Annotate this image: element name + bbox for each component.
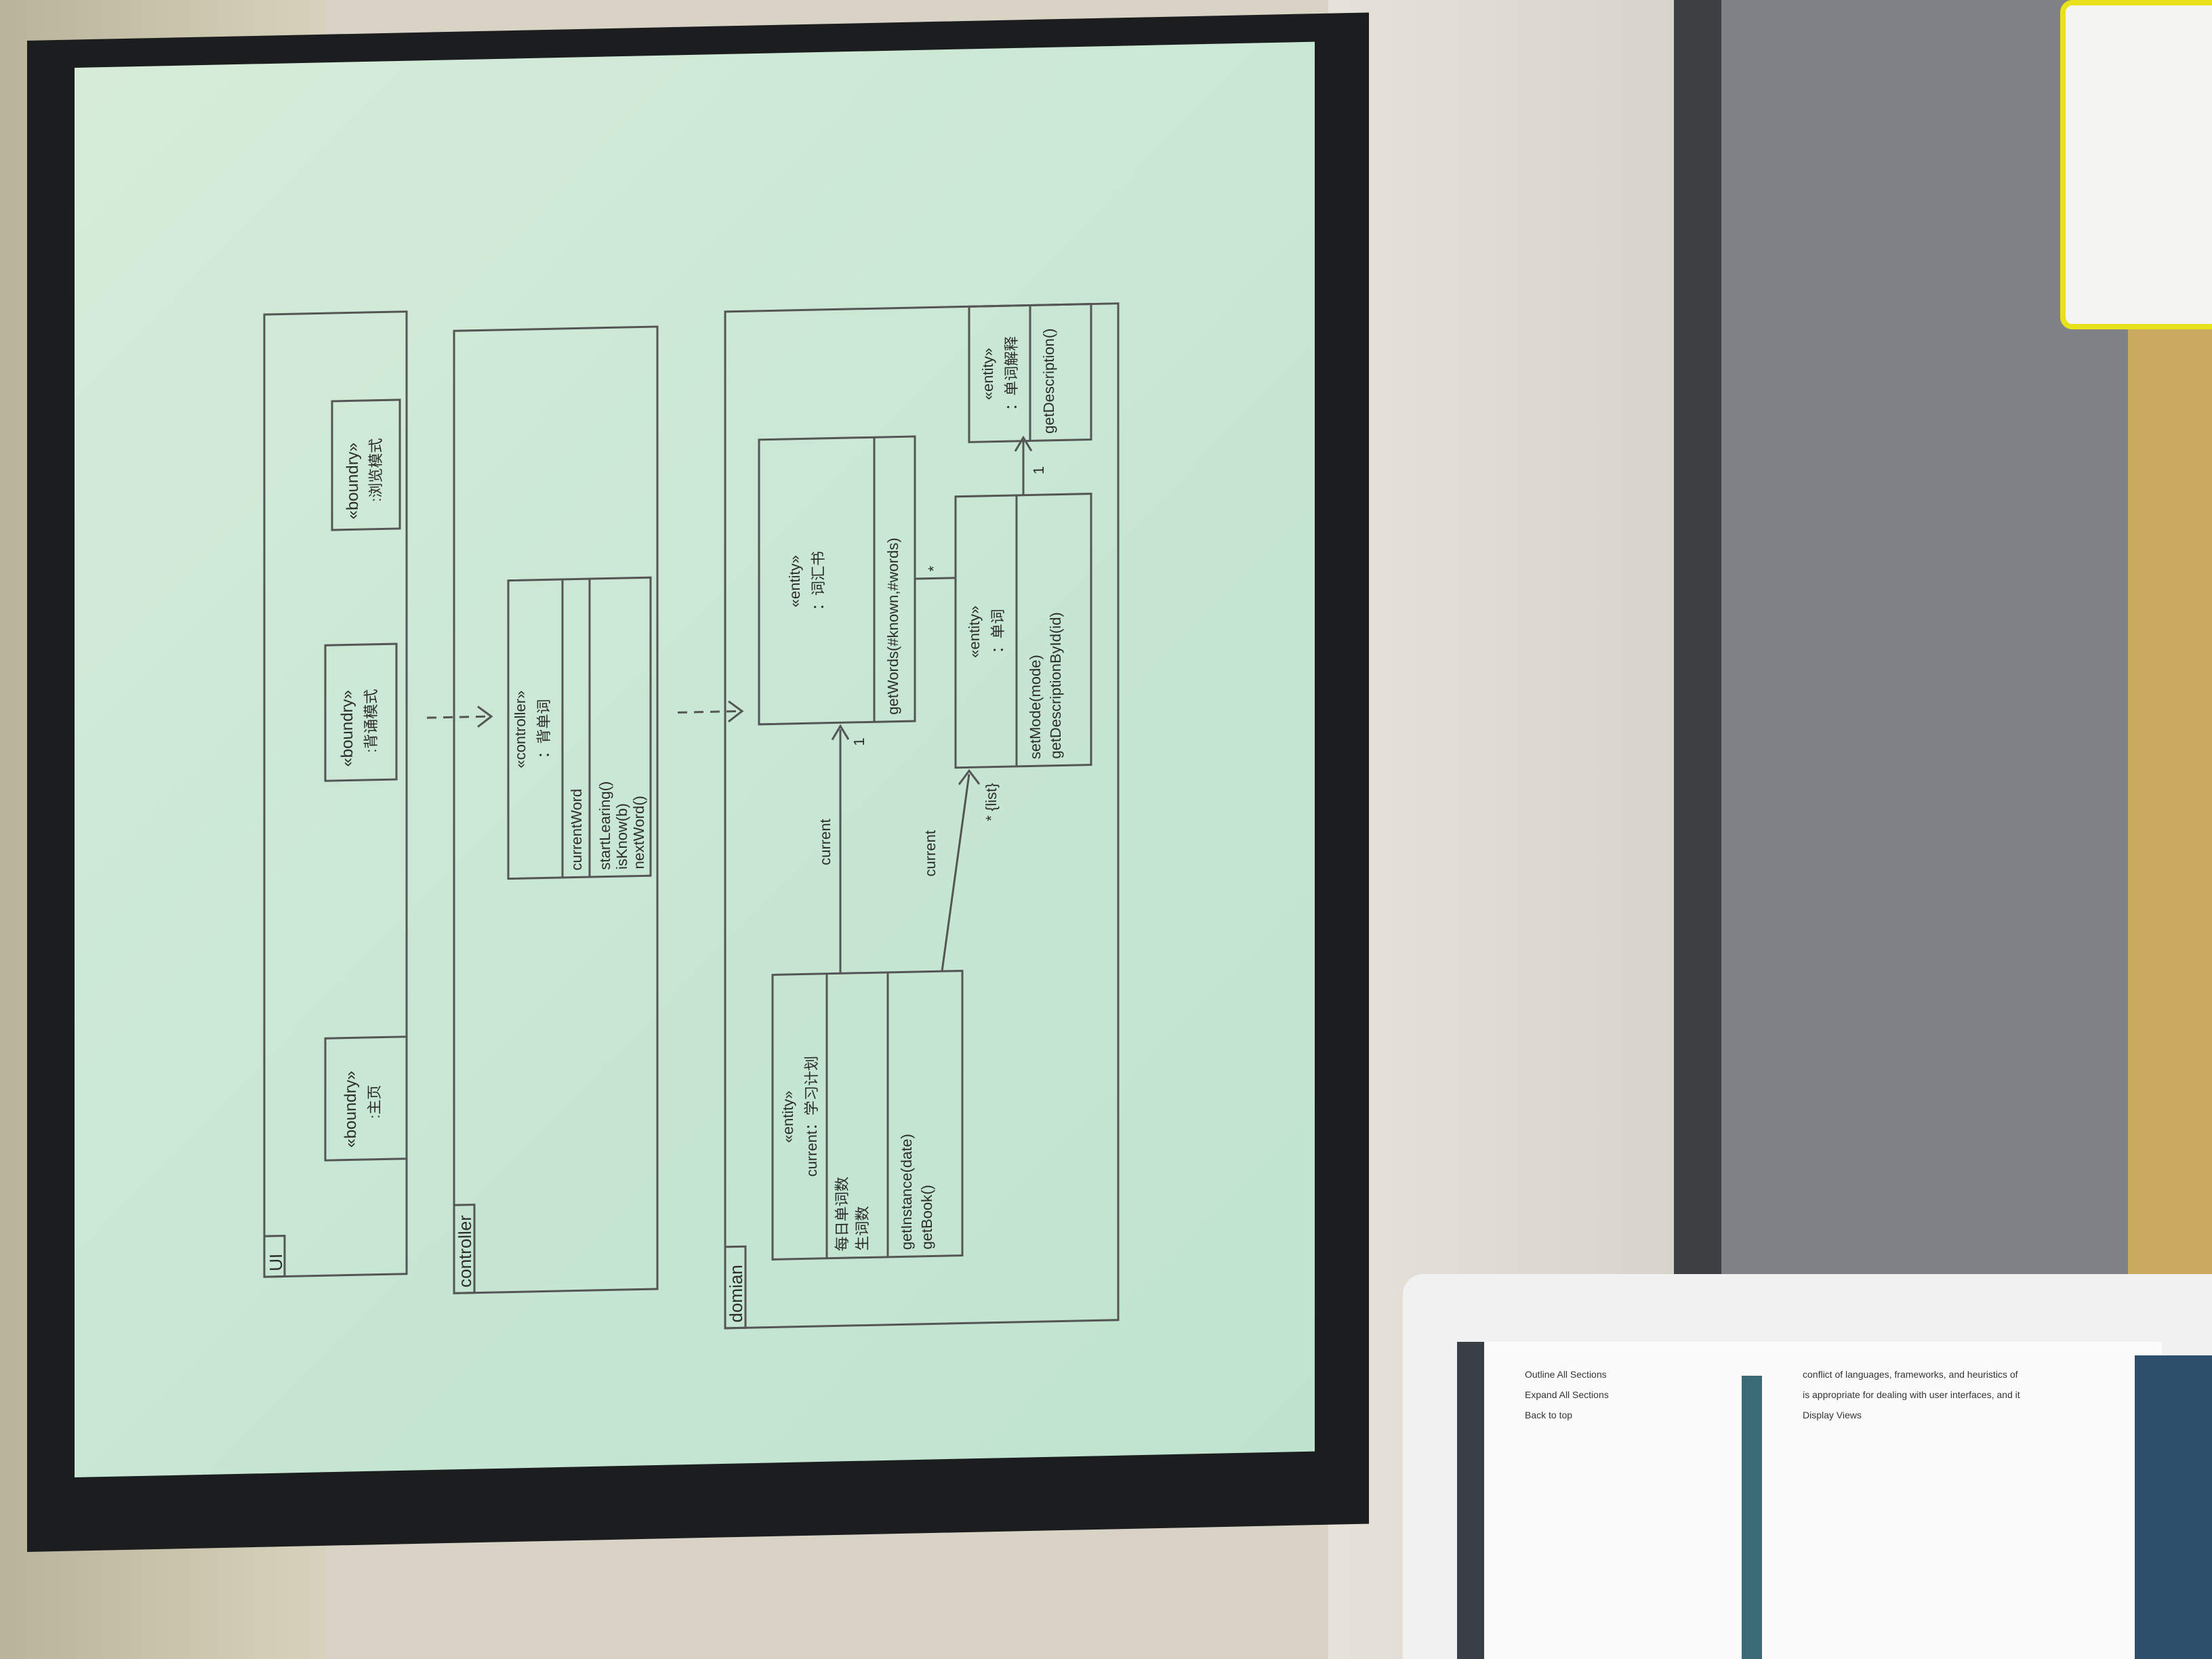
svg-text:getBook(): getBook(): [918, 1185, 935, 1250]
svg-text:«controller»: «controller»: [512, 690, 529, 768]
dependency-arrowhead: [477, 705, 493, 728]
package-domain-label: domian: [726, 1265, 746, 1323]
board-tray: [2128, 325, 2212, 1328]
svg-text:getDescription(): getDescription(): [1040, 328, 1057, 434]
svg-text:每日单词数: 每日单词数: [834, 1176, 851, 1252]
laptop-tab-expand: Expand All Sections: [1525, 1389, 1609, 1400]
package-ui: UI «boundry» :主页 «boundry» :背诵模式 «boundr…: [263, 310, 408, 1278]
plan-class: «entity» current：学习计划 每日单词数 生词数 getInsta…: [771, 970, 964, 1261]
svg-text:1: 1: [851, 737, 867, 746]
svg-text:«entity»: «entity»: [979, 348, 996, 401]
package-ui-label: UI: [266, 1253, 286, 1271]
assoc-plan-word: [941, 774, 970, 972]
tablet-device: [2060, 0, 2212, 329]
projection-screen: UI «boundry» :主页 «boundry» :背诵模式 «boundr…: [75, 41, 1315, 1477]
svg-text:isKnow(b): isKnow(b): [613, 803, 630, 869]
package-controller-label: controller: [455, 1214, 475, 1288]
dependency-arrowhead-2: [728, 700, 744, 722]
svg-text:getDescriptionById(id): getDescriptionById(id): [1047, 612, 1064, 759]
svg-text:setMode(mode): setMode(mode): [1027, 655, 1044, 760]
svg-text:«boundry»: «boundry»: [338, 690, 356, 767]
svg-text:«entity»: «entity»: [779, 1090, 796, 1143]
svg-text:startLearing(): startLearing(): [596, 781, 613, 870]
ui-class-browse: «boundry» :浏览模式: [331, 398, 401, 531]
svg-text:current: current: [817, 819, 834, 865]
svg-text:：背单词: ：背单词: [535, 699, 552, 759]
svg-text:current: current: [922, 830, 939, 877]
svg-text:«entity»: «entity»: [786, 555, 803, 608]
laptop-link-top[interactable]: Back to top: [1525, 1410, 1573, 1420]
laptop-content-bar: [1742, 1376, 1762, 1659]
svg-text:getWords(#known,#words): getWords(#known,#words): [884, 537, 901, 715]
dependency-controller-domain: [678, 710, 739, 714]
uml-diagram: UI «boundry» :主页 «boundry» :背诵模式 «boundr…: [263, 302, 1120, 1330]
package-controller: controller «controller» ：背单词 currentWord…: [453, 325, 659, 1294]
svg-text:current：学习计划: current：学习计划: [803, 1056, 820, 1177]
svg-text:nextWord(): nextWord(): [630, 796, 647, 869]
svg-text:：词汇书: ：词汇书: [810, 551, 827, 611]
laptop-screen: Outline All Sections Expand All Sections…: [1457, 1342, 2162, 1659]
svg-text:currentWord: currentWord: [568, 789, 585, 871]
svg-text:*: *: [925, 565, 942, 572]
board-edge: [1674, 0, 1721, 1308]
ui-class-recite: «boundry» :背诵模式: [324, 642, 398, 782]
svg-text:1: 1: [1030, 466, 1047, 475]
svg-text::主页: :主页: [366, 1084, 383, 1119]
controller-class: «controller» ：背单词 currentWord startLeari…: [507, 576, 652, 880]
svg-text:«entity»: «entity»: [966, 605, 983, 658]
book-class: «entity» ：词汇书 getWords(#known,#words): [758, 435, 916, 726]
svg-text::浏览模式: :浏览模式: [367, 438, 384, 502]
assoc-book-word: [915, 577, 956, 580]
svg-text:getInstance(date): getInstance(date): [898, 1134, 915, 1250]
laptop-dock: [2135, 1355, 2212, 1659]
svg-text:生词数: 生词数: [854, 1206, 871, 1251]
svg-text:：单词解释: ：单词解释: [1003, 336, 1020, 411]
word-class: «entity» ：单词 setMode(mode) getDescriptio…: [954, 493, 1092, 769]
svg-text:：单词: ：单词: [989, 609, 1006, 654]
desc-class: «entity» ：单词解释 getDescription(): [968, 303, 1092, 443]
svg-text::背诵模式: :背诵模式: [363, 689, 380, 753]
laptop-text-3: Display Views: [1803, 1410, 1862, 1420]
svg-text:«boundry»: «boundry»: [342, 1071, 360, 1148]
laptop-text-1: conflict of languages, frameworks, and h…: [1803, 1369, 2018, 1380]
ui-class-home: «boundry» :主页: [324, 1036, 408, 1162]
laptop-text-2: is appropriate for dealing with user int…: [1803, 1389, 2020, 1400]
svg-text:* {list}: * {list}: [983, 783, 1000, 821]
package-domain: domian «entity» current：学习计划 每日单词数 生词数 g…: [724, 302, 1120, 1330]
dependency-ui-controller: [427, 715, 488, 719]
laptop-tab-outline: Outline All Sections: [1525, 1369, 1607, 1380]
svg-text:«boundry»: «boundry»: [344, 443, 362, 520]
